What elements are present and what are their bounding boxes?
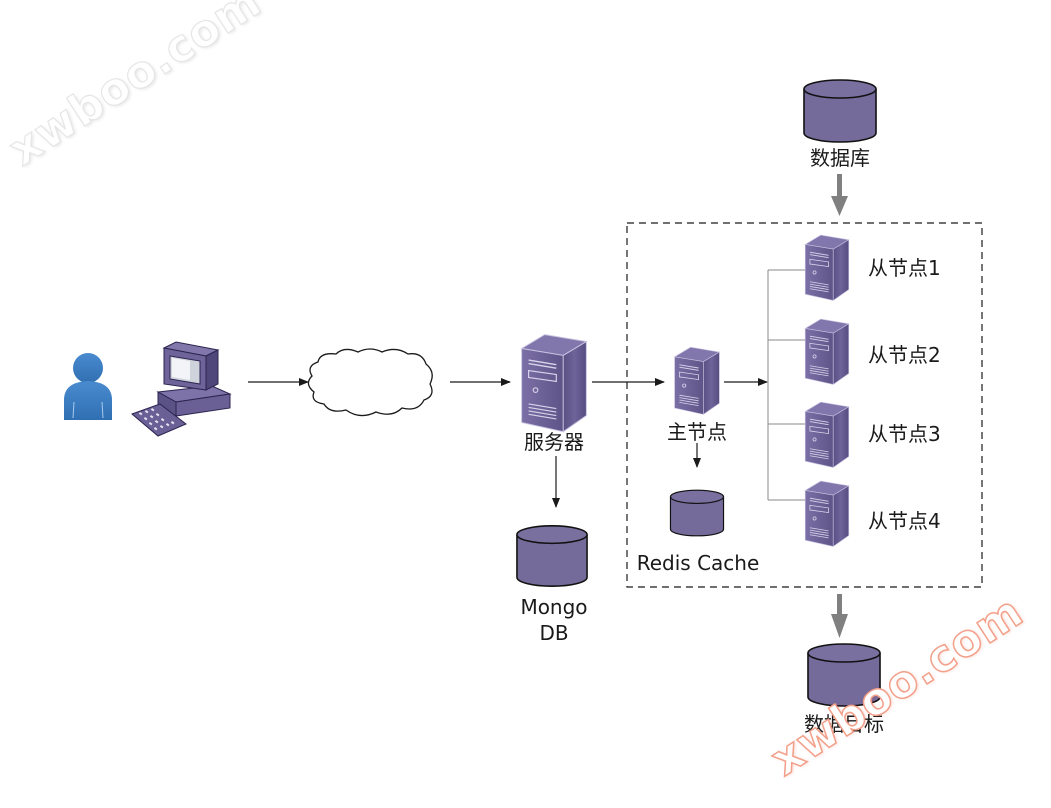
cloud-icon	[307, 348, 433, 417]
user-icon	[64, 353, 112, 420]
slave-label-4: 从节点4	[868, 509, 941, 533]
target-db-label: 数据目标	[804, 712, 884, 736]
database-icon	[803, 79, 877, 143]
server-tower-icon	[804, 401, 850, 468]
desktop-computer-icon	[131, 341, 232, 437]
server-tower-icon	[804, 318, 850, 385]
master-label: 主节点	[667, 420, 727, 444]
slave-bracket	[767, 269, 806, 501]
server-label: 服务器	[524, 430, 584, 454]
server-tower-icon	[520, 333, 588, 433]
server-tower-icon	[674, 346, 720, 415]
source-db-label: 数据库	[810, 146, 870, 170]
redis-cache-label: Redis Cache	[636, 551, 760, 575]
edge-cluster-to-target-db	[831, 594, 848, 638]
mongodb-label-line1: Mongo	[520, 595, 588, 619]
slave-label-3: 从节点3	[868, 422, 941, 446]
edge-source-db-to-cluster	[831, 174, 848, 216]
database-icon	[669, 489, 725, 537]
mongodb-label-line2: DB	[539, 621, 569, 645]
server-tower-icon	[804, 480, 850, 547]
slave-label-2: 从节点2	[868, 343, 941, 367]
database-icon	[516, 524, 588, 588]
slave-label-1: 从节点1	[868, 256, 941, 280]
server-tower-icon	[804, 234, 850, 301]
